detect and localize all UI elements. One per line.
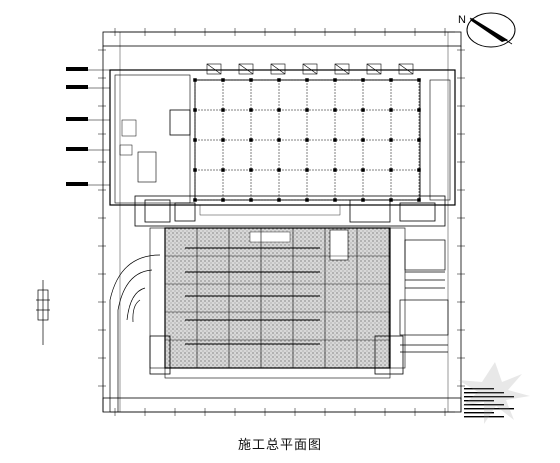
north-label: N <box>458 14 466 26</box>
notes-block <box>464 388 514 418</box>
upper-building <box>109 69 456 206</box>
north-arrow-icon <box>466 12 516 48</box>
annotation-leaders <box>66 67 110 186</box>
drawing-title: 施工总平面图 <box>237 438 322 453</box>
left-section-detail <box>36 280 50 345</box>
watermark-logo-icon <box>458 362 530 424</box>
dimension-lines <box>98 28 465 416</box>
curved-access-road <box>109 254 161 412</box>
connector-band <box>134 195 446 227</box>
top-bay-markers <box>206 63 414 75</box>
lower-column-grid <box>164 227 390 369</box>
north-arrow: N <box>458 10 528 50</box>
upper-column-grid <box>193 78 421 202</box>
right-annex <box>399 239 449 353</box>
lower-building <box>149 227 406 379</box>
